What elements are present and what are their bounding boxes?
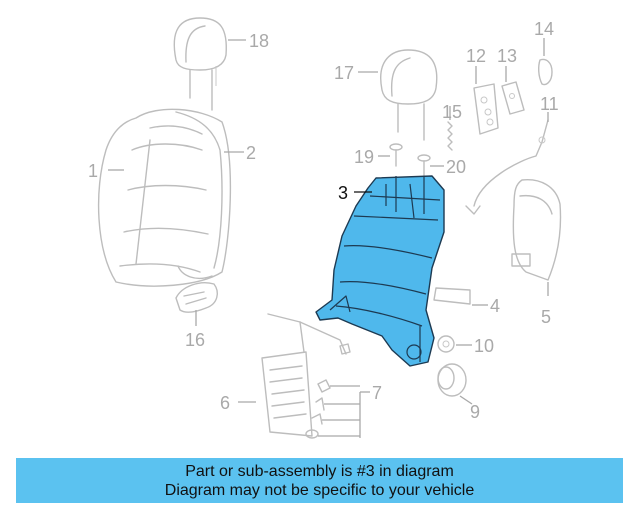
leader-9 [459, 395, 473, 405]
back-panel [511, 179, 562, 281]
clip-12 [473, 83, 499, 135]
parts-diagram: 18 1 2 16 17 12 13 [88, 17, 562, 439]
callout-11: 11 [540, 94, 559, 114]
recliner-cover [175, 282, 218, 313]
callout-4: 4 [490, 296, 500, 316]
fastener-group [305, 343, 351, 439]
callout-18: 18 [249, 31, 269, 51]
banner-line-2: Diagram may not be specific to your vehi… [164, 481, 475, 499]
callout-10: 10 [474, 336, 494, 356]
callout-19: 19 [354, 147, 374, 167]
bolt-19 [389, 143, 403, 167]
callout-13: 13 [497, 46, 517, 66]
banner-line-1: Part or sub-assembly is #3 in diagram [185, 462, 454, 480]
callout-2: 2 [246, 143, 256, 163]
callout-9: 9 [470, 402, 480, 422]
seat-back-frame [315, 175, 445, 367]
leader-7 [318, 385, 370, 438]
knob-9 [437, 363, 467, 397]
callout-12: 12 [466, 46, 486, 66]
callout-7: 7 [372, 383, 382, 403]
callout-1: 1 [88, 161, 98, 181]
info-banner: Part or sub-assembly is #3 in diagram Di… [16, 458, 623, 503]
callout-20: 20 [446, 157, 466, 177]
bolt-20 [417, 154, 431, 179]
headrest-left [173, 17, 227, 111]
cable-11 [465, 119, 549, 215]
headrest-center [380, 49, 438, 141]
clip-13 [501, 81, 525, 115]
callout-5: 5 [541, 307, 551, 327]
callout-6: 6 [220, 393, 230, 413]
seat-back-cover [97, 108, 232, 287]
spring-15 [447, 121, 453, 151]
bar-4 [433, 287, 471, 305]
nut-10 [437, 335, 455, 353]
callout-16: 16 [185, 330, 205, 350]
callout-3: 3 [338, 183, 348, 203]
callout-15: 15 [442, 102, 462, 122]
cap-14 [537, 58, 553, 86]
callout-17: 17 [334, 63, 354, 83]
lumbar-support [261, 313, 347, 437]
callout-14: 14 [534, 19, 554, 39]
